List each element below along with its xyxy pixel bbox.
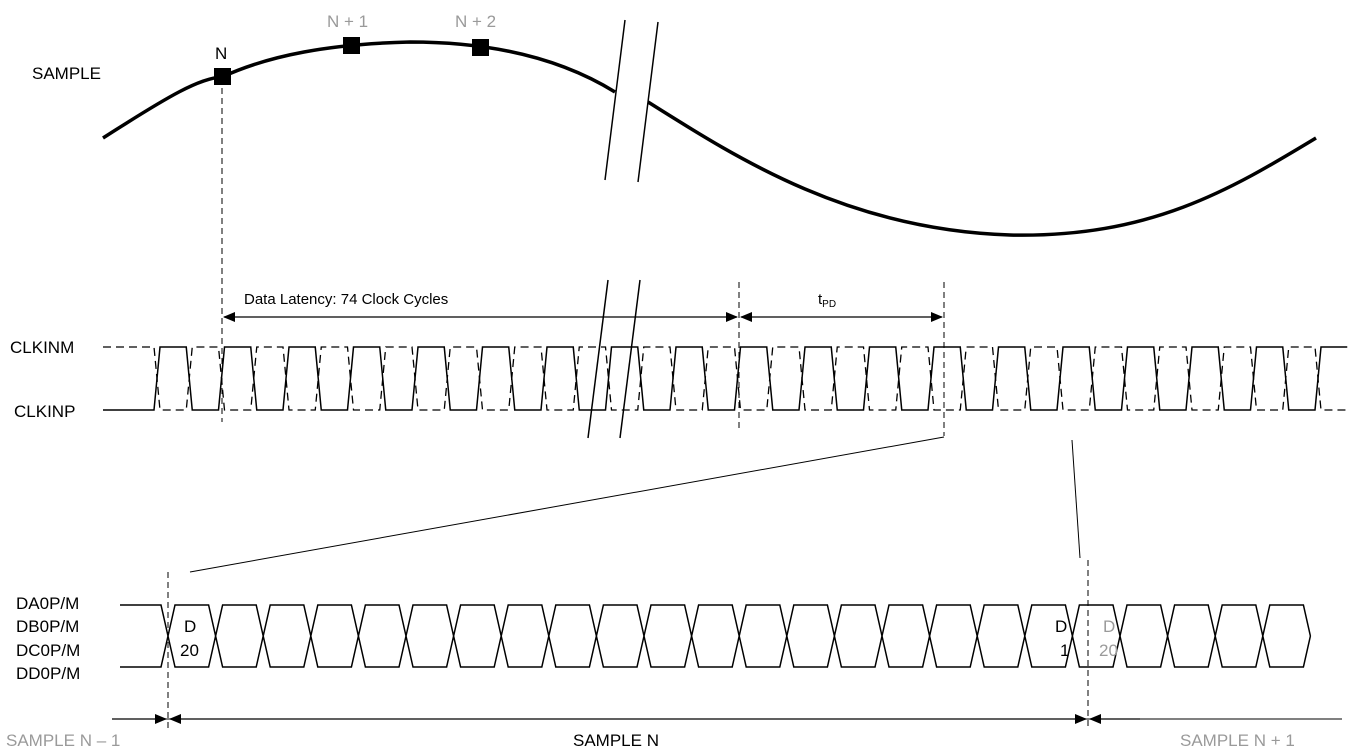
bottom-label-next: SAMPLE N + 1 xyxy=(1180,731,1295,750)
data-bus-waveform xyxy=(120,604,1312,668)
clkinp-label: CLKINP xyxy=(14,402,75,421)
lane-label-da0: DA0P/M xyxy=(16,594,79,613)
tpd-label: tPD xyxy=(818,291,836,310)
clock-break-right xyxy=(619,279,641,439)
word-d1-top: D xyxy=(1055,617,1067,636)
sample-point-n-plus-2 xyxy=(472,39,489,56)
point-label-n-plus-2: N + 2 xyxy=(455,12,496,31)
word-d1-bottom: 1 xyxy=(1060,641,1069,660)
lane-label-dc0: DC0P/M xyxy=(16,641,80,660)
clkinm-waveform xyxy=(103,346,1348,411)
analog-waveform-right xyxy=(647,100,1317,237)
zoom-guide-right xyxy=(1071,439,1081,559)
sample-point-n xyxy=(214,68,231,85)
word-next-d20-bottom: 20 xyxy=(1099,641,1118,660)
point-label-n: N xyxy=(215,44,227,63)
lane-label-db0: DB0P/M xyxy=(16,617,79,636)
clkinp-waveform xyxy=(103,346,1348,411)
wave-break-left xyxy=(604,19,626,181)
word-next-d20-top: D xyxy=(1103,617,1115,636)
clkinm-label: CLKINM xyxy=(10,338,74,357)
data-bus-bottom-edge xyxy=(120,635,1312,668)
bottom-label-current: SAMPLE N xyxy=(573,731,659,750)
clock-break-left xyxy=(587,279,609,439)
point-label-n-plus-1: N + 1 xyxy=(327,12,368,31)
sample-label: SAMPLE xyxy=(32,64,101,83)
wave-break-right xyxy=(637,21,659,183)
word-d20-bottom: 20 xyxy=(180,641,199,660)
latency-label: Data Latency: 74 Clock Cycles xyxy=(244,291,448,308)
bottom-label-prev: SAMPLE N – 1 xyxy=(6,731,120,750)
word-d20-top: D xyxy=(184,617,196,636)
analog-waveform-left xyxy=(102,40,616,140)
lane-label-dd0: DD0P/M xyxy=(16,664,80,683)
zoom-guide-left xyxy=(189,436,945,573)
clock-waveforms xyxy=(103,346,1348,411)
data-bus-top-edge xyxy=(120,604,1312,637)
sample-point-n-plus-1 xyxy=(343,37,360,54)
